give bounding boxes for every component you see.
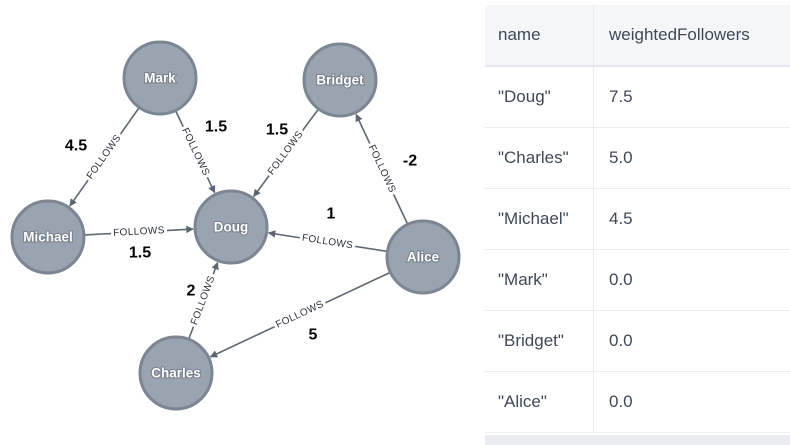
- node-label: Alice: [407, 250, 440, 265]
- edge-line-alice-doug: [267, 230, 387, 253]
- node-circle[interactable]: [385, 219, 461, 295]
- table-row: "Mark" 0.0: [485, 250, 790, 311]
- relationship-label: FOLLOWS: [113, 225, 165, 239]
- edge-weight-label: 1.5: [129, 245, 151, 262]
- edge-line-michael-doug: [84, 225, 194, 236]
- name-cell: "Michael": [485, 189, 594, 249]
- name-cell: "Doug": [485, 67, 594, 127]
- table-row: "Doug" 7.5: [485, 67, 790, 128]
- node-circle[interactable]: [122, 40, 198, 116]
- table-top-gap: [485, 0, 790, 5]
- results-table: name weightedFollowers "Doug" 7.5 "Charles…: [485, 0, 790, 445]
- name-cell: "Mark": [485, 250, 594, 310]
- edge-line-bridget-doug: [252, 109, 319, 198]
- edge-line-charles-doug: [188, 261, 219, 339]
- table-body: "Doug" 7.5 "Charles" 5.0 "Michael" 4.5 "Mark" 0…: [485, 67, 790, 433]
- node-label: Mark: [144, 71, 176, 86]
- edge-line-mark-doug: [175, 111, 216, 194]
- node-circle[interactable]: [10, 199, 86, 275]
- table-row: "Alice" 0.0: [485, 372, 790, 433]
- node-label: Doug: [214, 220, 249, 235]
- graph-node-michael[interactable]: Michael: [10, 199, 86, 275]
- node-label: Bridget: [316, 73, 364, 88]
- relationship-label: FOLLOWS: [274, 299, 325, 331]
- weighted-followers-cell: 7.5: [609, 87, 633, 106]
- name-cell: "Alice": [485, 372, 594, 432]
- edge-line-alice-charles: [209, 272, 390, 358]
- weighted-followers-cell: 4.5: [609, 209, 633, 228]
- relationship-label: FOLLOWS: [301, 233, 354, 252]
- graph-node-doug[interactable]: Doug: [193, 189, 269, 265]
- edge-line-mark-michael: [69, 107, 140, 207]
- column-header-weightedFollowers: weightedFollowers: [609, 25, 750, 44]
- graph-node-charles[interactable]: Charles: [138, 335, 214, 411]
- edge-weight-label: 4.5: [65, 138, 87, 155]
- edge-weight-label: 1.5: [205, 119, 227, 136]
- column-header-name: name: [485, 5, 594, 65]
- node-label: Michael: [23, 230, 73, 245]
- name-cell: "Charles": [485, 128, 594, 188]
- edge-weight-label: 2: [187, 283, 196, 300]
- table-header-row: name weightedFollowers: [485, 5, 790, 67]
- edge-weight-label: 5: [309, 327, 318, 344]
- node-circle[interactable]: [138, 335, 214, 411]
- table-row: "Charles" 5.0: [485, 128, 790, 189]
- edge-weight-label: -2: [403, 153, 417, 170]
- table-footer-strip: [485, 435, 790, 445]
- node-label: Charles: [151, 366, 201, 381]
- node-circle[interactable]: [302, 42, 378, 118]
- graph-node-alice[interactable]: Alice: [385, 219, 461, 295]
- edge-line-alice-bridget: [355, 113, 409, 224]
- table-row: "Bridget" 0.0: [485, 311, 790, 372]
- weighted-followers-cell: 0.0: [609, 331, 633, 350]
- weighted-followers-cell: 0.0: [609, 392, 633, 411]
- graph-node-mark[interactable]: Mark: [122, 40, 198, 116]
- name-cell: "Bridget": [485, 311, 594, 371]
- weighted-followers-cell: 0.0: [609, 270, 633, 289]
- relationship-label: FOLLOWS: [366, 143, 398, 194]
- edge-weight-label: 1: [327, 206, 336, 223]
- weighted-followers-cell: 5.0: [609, 148, 633, 167]
- node-circle[interactable]: [193, 189, 269, 265]
- graph-node-bridget[interactable]: Bridget: [302, 42, 378, 118]
- relationship-label: FOLLOWS: [85, 133, 124, 182]
- table-row: "Michael" 4.5: [485, 189, 790, 250]
- edge-weight-label: 1.5: [266, 122, 288, 139]
